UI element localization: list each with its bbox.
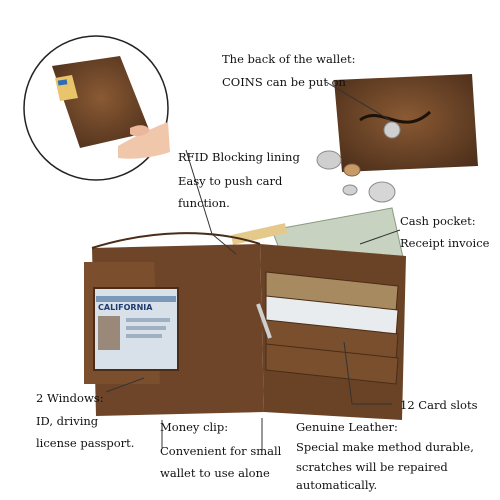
callout-windows-line3: license passport. (36, 436, 135, 450)
callout-leather-line3: scratches will be repaired (296, 460, 448, 474)
rfid-inset (23, 35, 170, 181)
callout-rfid-line1: RFID Blocking lining (178, 150, 300, 164)
zipper (359, 110, 432, 124)
callout-lines (105, 81, 401, 450)
wallet-back (334, 74, 478, 172)
coin (316, 150, 342, 170)
coin (343, 163, 361, 177)
callout-rfid-line2: Easy to push card (178, 174, 283, 188)
callout-cash-line1: Cash pocket: (400, 214, 476, 228)
coin (368, 181, 396, 203)
coins (316, 150, 396, 203)
callout-windows-line1: 2 Windows: (36, 391, 104, 405)
open-wallet: CALIFORNIA (84, 232, 406, 420)
money-clip (256, 303, 272, 339)
callout-clip-line3: wallet to use alone (160, 466, 270, 480)
callout-back-line2: COINS can be put on (222, 75, 346, 89)
callout-back-line1: The back of the wallet: (222, 52, 356, 66)
callout-clip-line1: Money clip: (160, 420, 229, 434)
callout-slots-line1: 12 Card slots (400, 398, 478, 412)
card-state: CALIFORNIA (98, 303, 153, 312)
callout-leather-line4: automatically. (296, 478, 378, 492)
callout-leather-line1: Genuine Leather: (296, 420, 398, 434)
coin (342, 184, 358, 196)
card-slots (265, 271, 399, 385)
id-photo (98, 316, 120, 350)
slim-wallet (52, 56, 170, 159)
hand (118, 122, 170, 159)
callout-cash-line2: Receipt invoice (400, 236, 490, 250)
callout-leather-line2: Special make method durable, (296, 440, 474, 454)
callout-windows-line2: ID, driving (36, 414, 99, 428)
callout-clip-line2: Convenient for small (160, 444, 282, 458)
callout-rfid-line3: function. (178, 196, 230, 210)
